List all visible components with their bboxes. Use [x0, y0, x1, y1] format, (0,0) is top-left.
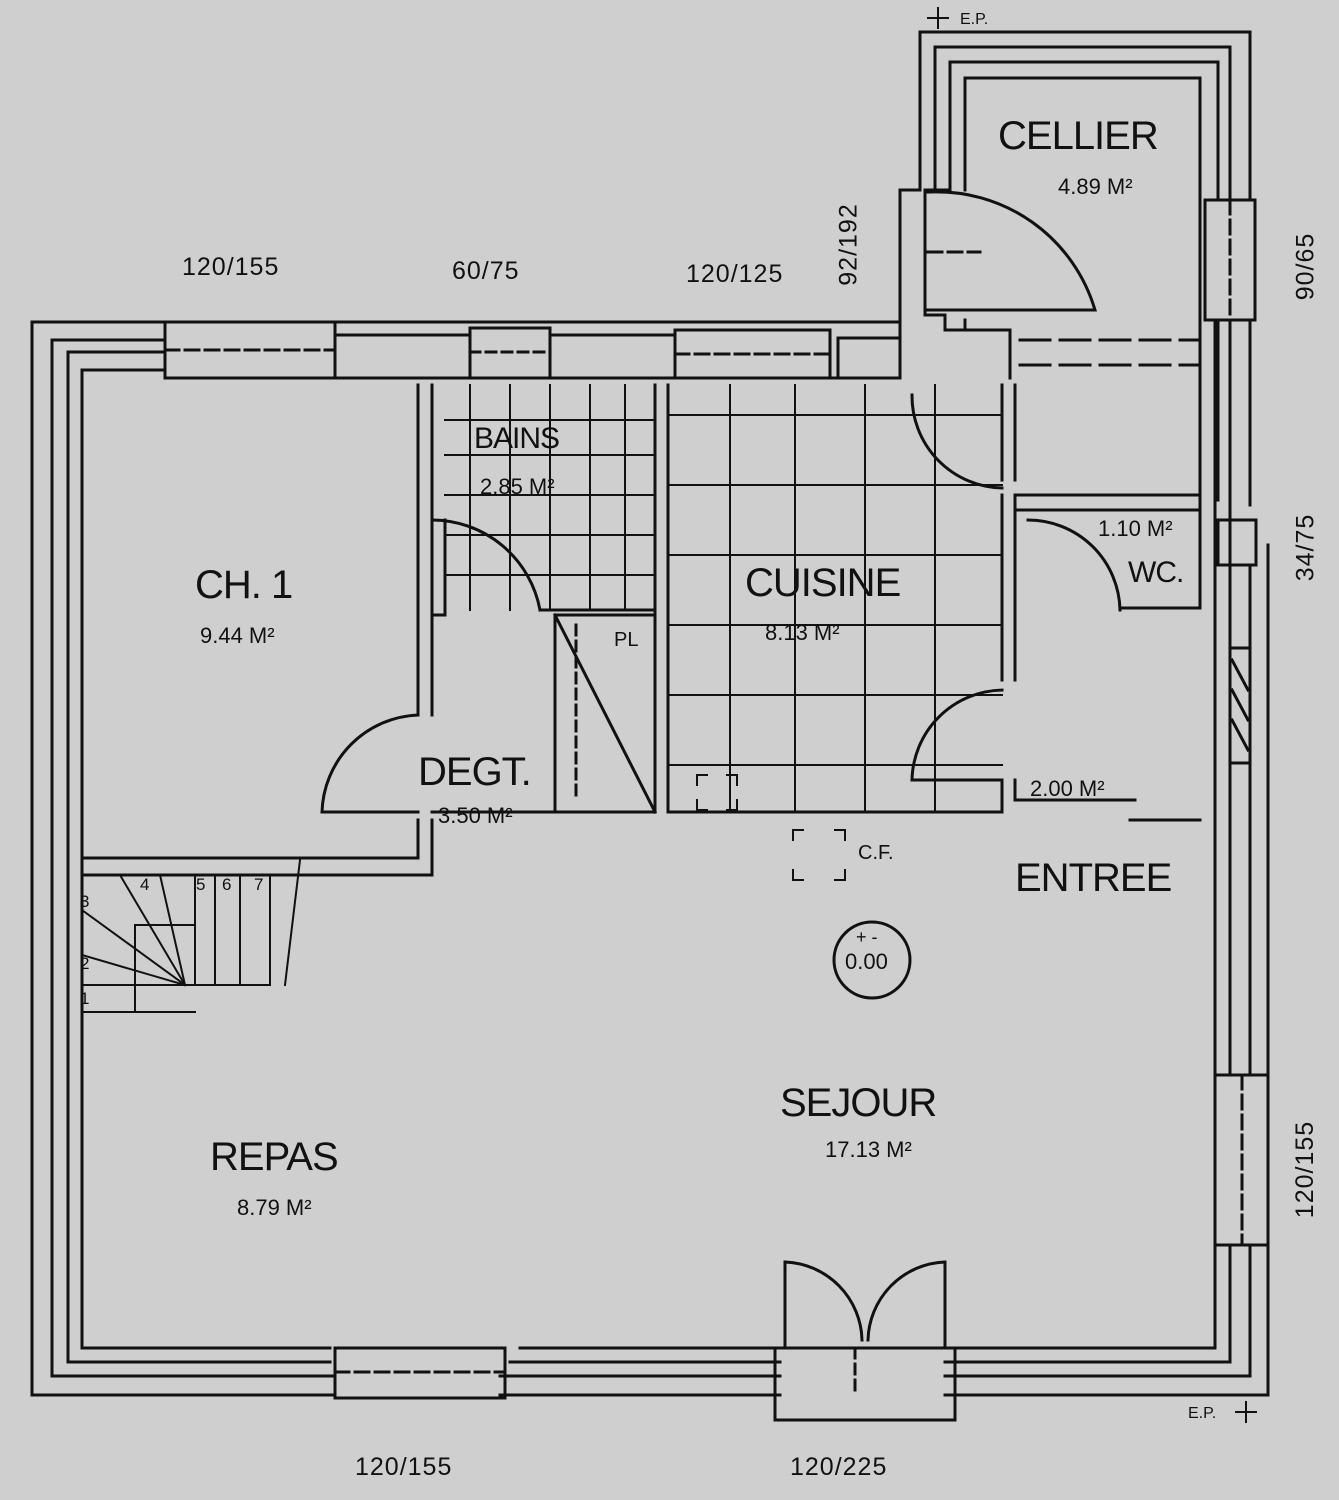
windows [163, 198, 1270, 1400]
stair-step-4: 4 [140, 875, 150, 894]
dim-right-2: 34/75 [1291, 513, 1320, 582]
room-wc-name: WC. [1128, 556, 1184, 589]
room-cuisine-name: CUISINE [745, 561, 901, 605]
room-degt-area: 3.50 M² [438, 803, 513, 828]
dim-top-3: 120/125 [686, 260, 784, 288]
stair-step-1: 1 [80, 989, 90, 1008]
door-swings [320, 190, 1202, 1422]
stair-step-5: 5 [196, 875, 206, 894]
stair-step-7: 7 [254, 875, 264, 894]
staircase [80, 858, 302, 1013]
level-value: 0.00 [845, 949, 888, 974]
room-degt-name: DEGT. [418, 750, 532, 794]
room-bains-name: BAINS [474, 422, 560, 455]
dim-right-3: 120/155 [1291, 1120, 1320, 1219]
level-marker [832, 920, 912, 1000]
dim-top-1: 120/155 [182, 253, 280, 281]
cf-markers [696, 774, 846, 881]
room-wc-area: 1.10 M² [1098, 516, 1173, 541]
placard-label: PL [614, 629, 639, 651]
room-cuisine-area: 8.13 M² [765, 620, 840, 645]
stair-step-3: 3 [80, 892, 90, 911]
tile-grid-cuisine [667, 384, 1003, 813]
room-sejour-area: 17.13 M² [825, 1137, 912, 1162]
dim-right-1: 90/65 [1291, 232, 1320, 301]
room-repas-name: REPAS [210, 1135, 339, 1179]
ep-label-bottom: E.P. [1188, 1405, 1217, 1422]
level-sign: + - [856, 927, 878, 947]
ep-label-top: E.P. [960, 11, 989, 28]
room-cellier-name: CELLIER [998, 114, 1159, 158]
room-cellier-area: 4.89 M² [1058, 174, 1133, 199]
dim-bottom-1: 120/155 [355, 1453, 453, 1481]
stair-step-6: 6 [222, 875, 232, 894]
exterior-walls [30, 30, 1270, 1397]
ep-markers [927, 7, 1257, 1423]
interior-walls [80, 328, 1202, 877]
room-repas-area: 8.79 M² [237, 1195, 312, 1220]
tile-grid-bains [444, 384, 656, 611]
stair-step-2: 2 [80, 954, 90, 973]
room-ch1-name: CH. 1 [195, 563, 293, 607]
cf-label: C.F. [858, 842, 894, 864]
room-entree-name: ENTREE [1015, 856, 1172, 900]
dim-top-2: 60/75 [452, 257, 520, 285]
room-sejour-name: SEJOUR [780, 1081, 937, 1125]
room-bains-area: 2.85 M² [480, 474, 555, 499]
room-ch1-area: 9.44 M² [200, 623, 275, 648]
dim-cellier-left: 92/192 [834, 203, 863, 286]
room-entree-area: 2.00 M² [1030, 776, 1105, 801]
dim-bottom-2: 120/225 [790, 1453, 888, 1481]
